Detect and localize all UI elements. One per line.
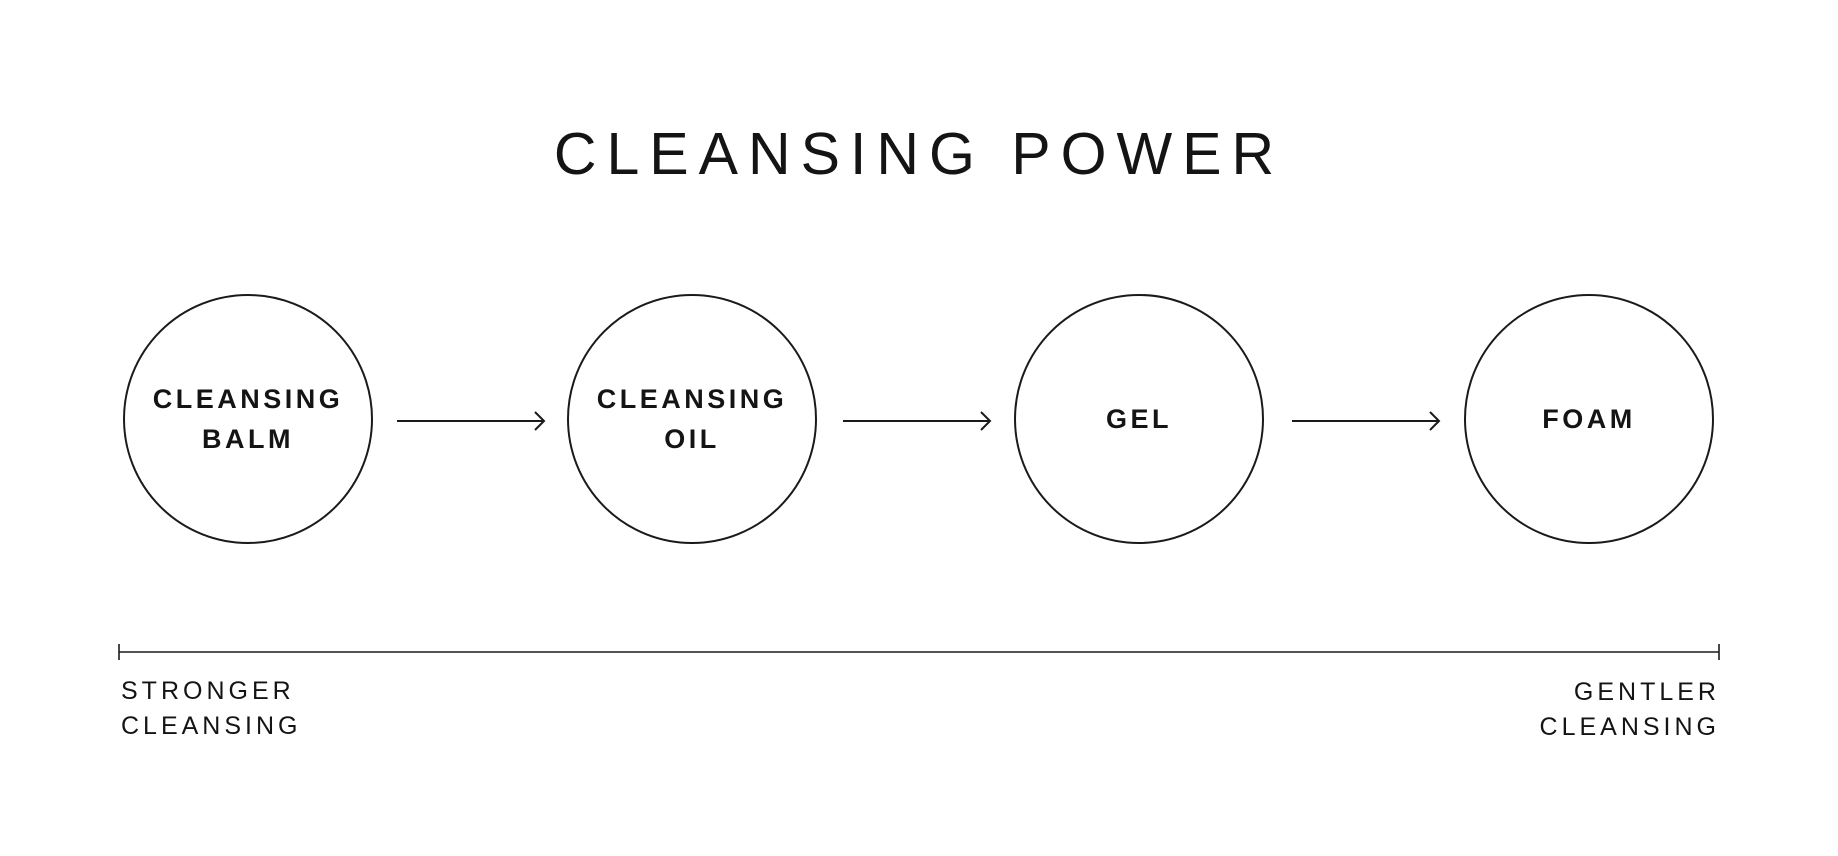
- step-label-line: OIL: [664, 424, 720, 454]
- scale-left-label-line: STRONGER: [121, 677, 295, 705]
- step-gel-circle: GEL: [1014, 294, 1264, 544]
- step-cleansing-oil-circle: CLEANSING OIL: [567, 294, 817, 544]
- step-cleansing-balm-circle: CLEANSING BALM: [123, 294, 373, 544]
- scale-right-label-line: CLEANSING: [1539, 713, 1720, 741]
- cleansing-scale-axis: [118, 644, 1720, 660]
- diagram-title: CLEANSING POWER: [553, 121, 1285, 187]
- step-label-line: GEL: [1105, 404, 1172, 434]
- step-foam-circle: FOAM: [1464, 294, 1714, 544]
- flow-arrow-icon: [843, 411, 992, 431]
- scale-right-label-line: GENTLER: [1573, 678, 1720, 706]
- step-label-line: FOAM: [1542, 404, 1636, 434]
- step-label-line: CLEANSING: [596, 384, 788, 414]
- flow-arrow-icon: [397, 411, 546, 431]
- flow-arrow-icon: [1292, 411, 1441, 431]
- scale-right-label: GENTLER CLEANSING: [1540, 675, 1720, 745]
- step-label-line: BALM: [202, 424, 294, 454]
- scale-left-label: STRONGER CLEANSING: [121, 674, 301, 744]
- step-label-line: CLEANSING: [152, 384, 344, 414]
- scale-left-label-line: CLEANSING: [121, 712, 302, 740]
